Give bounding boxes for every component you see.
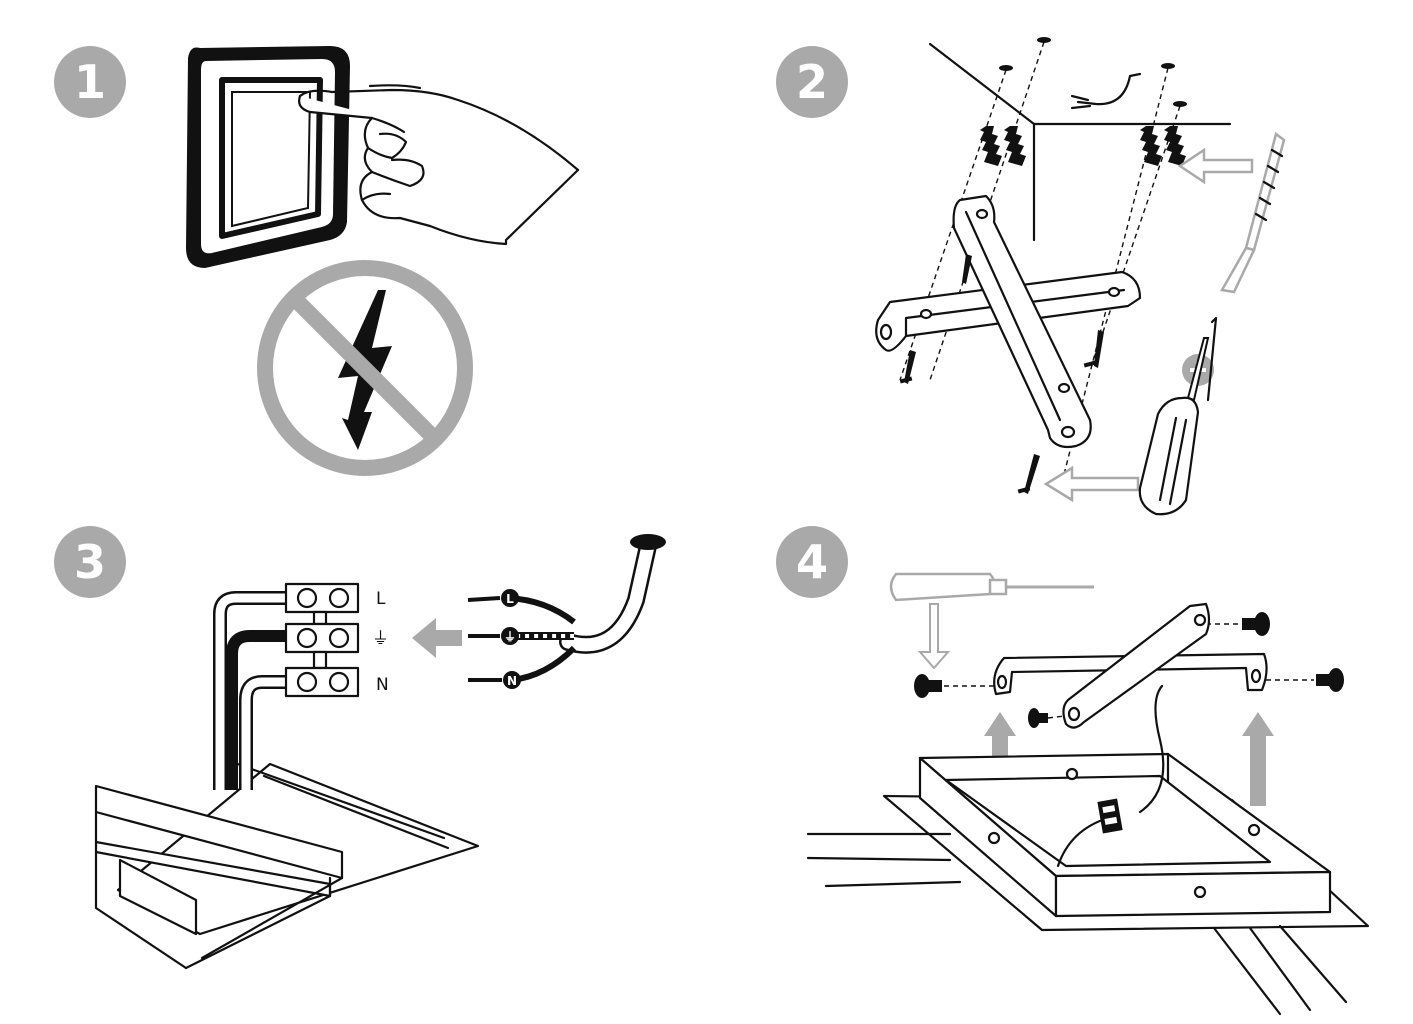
terminal-block-icon [284, 582, 360, 698]
screwdriver-icon-step4 [889, 572, 1094, 670]
step-3-number: 3 [74, 535, 106, 589]
supply-cable: L ⏚ N [467, 534, 666, 689]
step-2-number: 2 [796, 55, 828, 109]
arrow-icon [1043, 147, 1254, 503]
drill-holes [999, 37, 1187, 107]
no-electricity-icon [257, 260, 473, 476]
arrow-icon-step3 [412, 618, 462, 658]
terminal-label-l: L [376, 589, 386, 609]
step-4-number: 4 [796, 535, 828, 589]
mounting-frame [918, 752, 1332, 918]
fixing-screws [914, 612, 1344, 728]
power-switch-icon [186, 46, 350, 268]
step-1-badge: 1 [54, 46, 126, 118]
terminal-labels: L ⏚ N [372, 589, 389, 695]
frame-wiring [1056, 684, 1165, 868]
screwdriver-icon [1138, 316, 1218, 516]
ceiling-panel [94, 760, 480, 970]
terminal-label-n: N [376, 675, 389, 695]
drill-bit-icon [1220, 131, 1286, 294]
step4-bracket [993, 602, 1268, 729]
mounting-bracket [875, 194, 1142, 449]
wire-label-earth: ⏚ [504, 630, 516, 644]
screw-icon [899, 254, 1104, 494]
guide-lines [899, 41, 1181, 491]
step-4-badge: 4 [776, 526, 848, 598]
ceiling-wires [1070, 72, 1142, 110]
hand-icon [298, 84, 580, 246]
step-1-number: 1 [74, 55, 106, 109]
step-3-badge: 3 [54, 526, 126, 598]
ceiling-corner [928, 42, 1232, 242]
terminal-label-earth: ⏚ [372, 629, 389, 649]
step-2-badge: 2 [776, 46, 848, 118]
cables [213, 591, 286, 790]
wire-label-n: N [507, 674, 517, 688]
wire-label-l: L [506, 592, 514, 606]
wall-plug-icon [980, 126, 1186, 166]
